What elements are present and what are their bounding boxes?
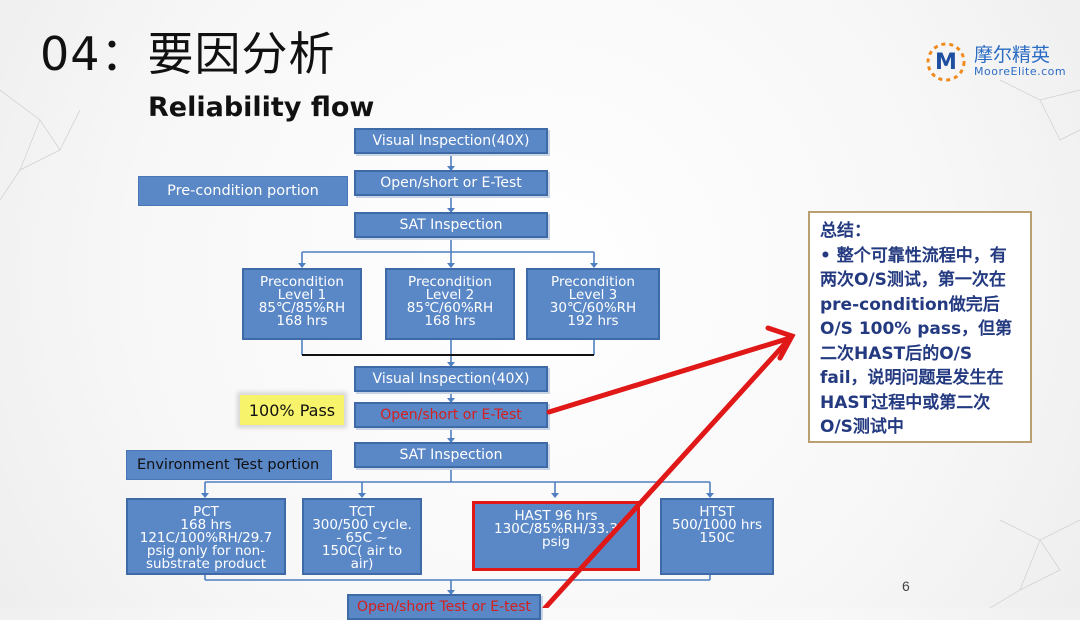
- precondition-level-2-line-3: 85℃/60%RH: [406, 300, 494, 316]
- tct-line-3: - 65C ~: [336, 530, 388, 546]
- precondition-portion-label: Pre-condition portion: [138, 176, 348, 206]
- hast-line-1: HAST 96 hrs: [514, 508, 598, 524]
- logo-name-cn: 摩尔精英: [974, 44, 1051, 66]
- page-number: 6: [902, 578, 910, 594]
- env-test-htst-box: HTST 500/1000 hrs 150C: [660, 498, 774, 575]
- visual-inspection-box-2: Visual Inspection(40X): [354, 366, 548, 392]
- sat-inspection-box-1: SAT Inspection: [354, 212, 548, 238]
- company-logo: M 摩尔精英 MooreElite.com: [922, 38, 1072, 86]
- environment-portion-label: Environment Test portion: [126, 450, 332, 480]
- env-test-pct-box: PCT 168 hrs 121C/100%RH/29.7 psig only f…: [126, 498, 286, 575]
- htst-line-3: 150C: [699, 530, 735, 546]
- pct-line-2: 168 hrs: [180, 517, 232, 533]
- tct-line-1: TCT: [349, 504, 375, 520]
- summary-callout: 总结： • 整个可靠性流程中，有两次O/S测试，第一次在pre-conditio…: [808, 211, 1032, 443]
- precondition-level-3-box: Precondition Level 3 30℃/60%RH 192 hrs: [526, 268, 660, 340]
- precondition-level-3-line-2: Level 3: [568, 287, 618, 303]
- summary-body: • 整个可靠性流程中，有两次O/S测试，第一次在pre-condition做完后…: [820, 244, 1020, 440]
- pass-badge: 100% Pass: [240, 395, 344, 425]
- summary-bullet: •: [820, 245, 831, 266]
- htst-line-1: HTST: [699, 504, 735, 520]
- tct-line-4: 150C( air to: [321, 543, 403, 559]
- precondition-level-1-line-4: 168 hrs: [276, 313, 328, 329]
- arrow-line-fail: [542, 333, 795, 608]
- precondition-level-2-line-4: 168 hrs: [424, 313, 476, 329]
- hast-line-3: psig: [542, 534, 570, 550]
- tct-line-5: air): [350, 556, 374, 572]
- precondition-level-3-line-3: 30℃/60%RH: [549, 300, 637, 316]
- pct-line-5: substrate product: [145, 556, 267, 572]
- hast-line-2: 130C/85%RH/33.3: [494, 521, 618, 537]
- htst-line-2: 500/1000 hrs: [671, 517, 763, 533]
- precondition-level-2-box: Precondition Level 2 85℃/60%RH 168 hrs: [385, 268, 515, 340]
- logo-mark-letter: M: [935, 50, 957, 75]
- precondition-level-2-line-1: Precondition: [408, 274, 492, 290]
- sat-inspection-box-2: SAT Inspection: [354, 442, 548, 468]
- arrow-line-pass: [546, 335, 793, 415]
- logo-mark-icon: M: [926, 42, 966, 82]
- precondition-level-1-line-3: 85℃/85%RH: [258, 300, 346, 316]
- precondition-level-1-line-1: Precondition: [260, 274, 344, 290]
- summary-text: 整个可靠性流程中，有两次O/S测试，第一次在pre-condition做完后O/…: [820, 245, 1013, 438]
- precondition-level-1-line-2: Level 1: [277, 287, 327, 303]
- precondition-level-3-line-4: 192 hrs: [567, 313, 619, 329]
- summary-heading: 总结：: [820, 221, 871, 241]
- open-short-box-1: Open/short or E-Test: [354, 170, 548, 196]
- slide-title: 04：要因分析: [40, 27, 336, 81]
- precondition-level-2-line-2: Level 2: [425, 287, 475, 303]
- precondition-level-1-box: Precondition Level 1 85℃/85%RH 168 hrs: [242, 268, 362, 340]
- pct-line-3: 121C/100%RH/29.7: [139, 530, 273, 546]
- visual-inspection-box-1: Visual Inspection(40X): [354, 128, 548, 154]
- logo-name-en: MooreElite.com: [974, 65, 1067, 78]
- precondition-level-3-line-1: Precondition: [551, 274, 635, 290]
- open-short-box-2: Open/short or E-Test: [354, 402, 548, 428]
- env-test-tct-box: TCT 300/500 cycle. - 65C ~ 150C( air to …: [302, 498, 422, 575]
- tct-line-2: 300/500 cycle.: [312, 517, 412, 533]
- arrow-head-icon: [765, 325, 796, 361]
- pct-line-1: PCT: [193, 504, 219, 520]
- pct-line-4: psig only for non-: [146, 543, 266, 559]
- slide-subtitle: Reliability flow: [148, 92, 375, 123]
